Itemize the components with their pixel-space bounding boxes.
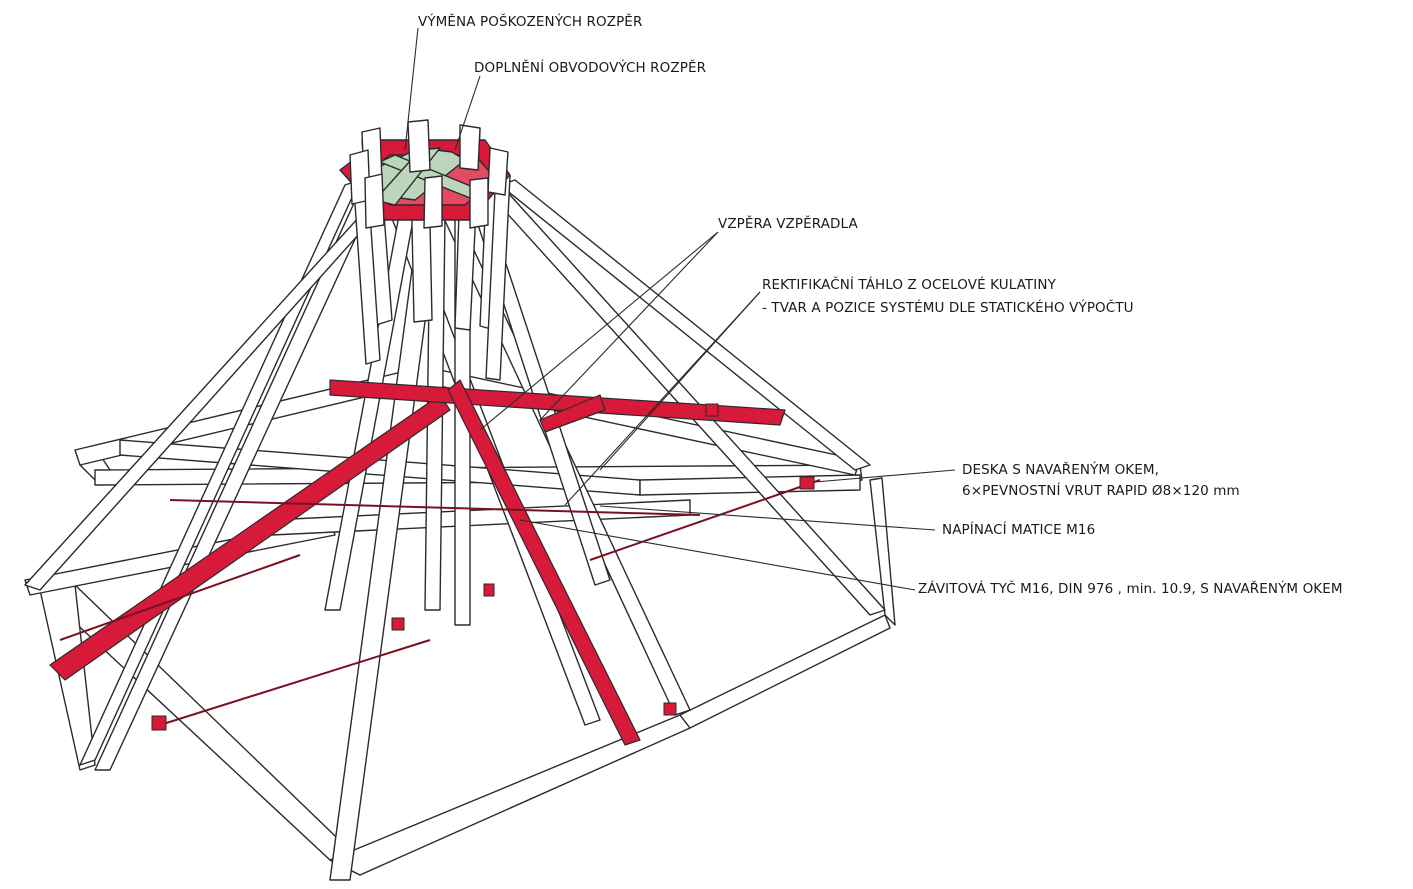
label-rectification-rod-line2: - TVAR A POZICE SYSTÉMU DLE STATICKÉHO V… (762, 300, 1134, 316)
top-cap (339, 119, 511, 229)
label-rectification-rod-line1: REKTIFIKAČNÍ TÁHLO Z OCELOVÉ KULATINY (762, 277, 1056, 293)
label-replace-damaged-struts: VÝMĚNA POŠKOZENÝCH ROZPĚR (418, 14, 643, 30)
connection-plates (151, 403, 815, 731)
leader-lines (404, 27, 956, 591)
label-add-perimeter-struts: DOPLNĚNÍ OBVODOVÝCH ROZPĚR (474, 60, 707, 76)
label-plate-line1: DESKA S NAVAŘENÝM OKEM, (962, 462, 1160, 478)
label-tension-nut: NAPÍNACÍ MATICE M16 (942, 522, 1096, 538)
tie-rods (59, 479, 821, 726)
label-plate-line2: 6×PEVNOSTNÍ VRUT RAPID Ø8×120 mm (962, 483, 1240, 499)
label-threaded-rod: ZÁVITOVÁ TYČ M16, DIN 976 , min. 10.9, S… (918, 581, 1343, 597)
rafters (24, 179, 886, 881)
label-strut-brace: VZPĚRA VZPĚRADLA (718, 216, 858, 232)
